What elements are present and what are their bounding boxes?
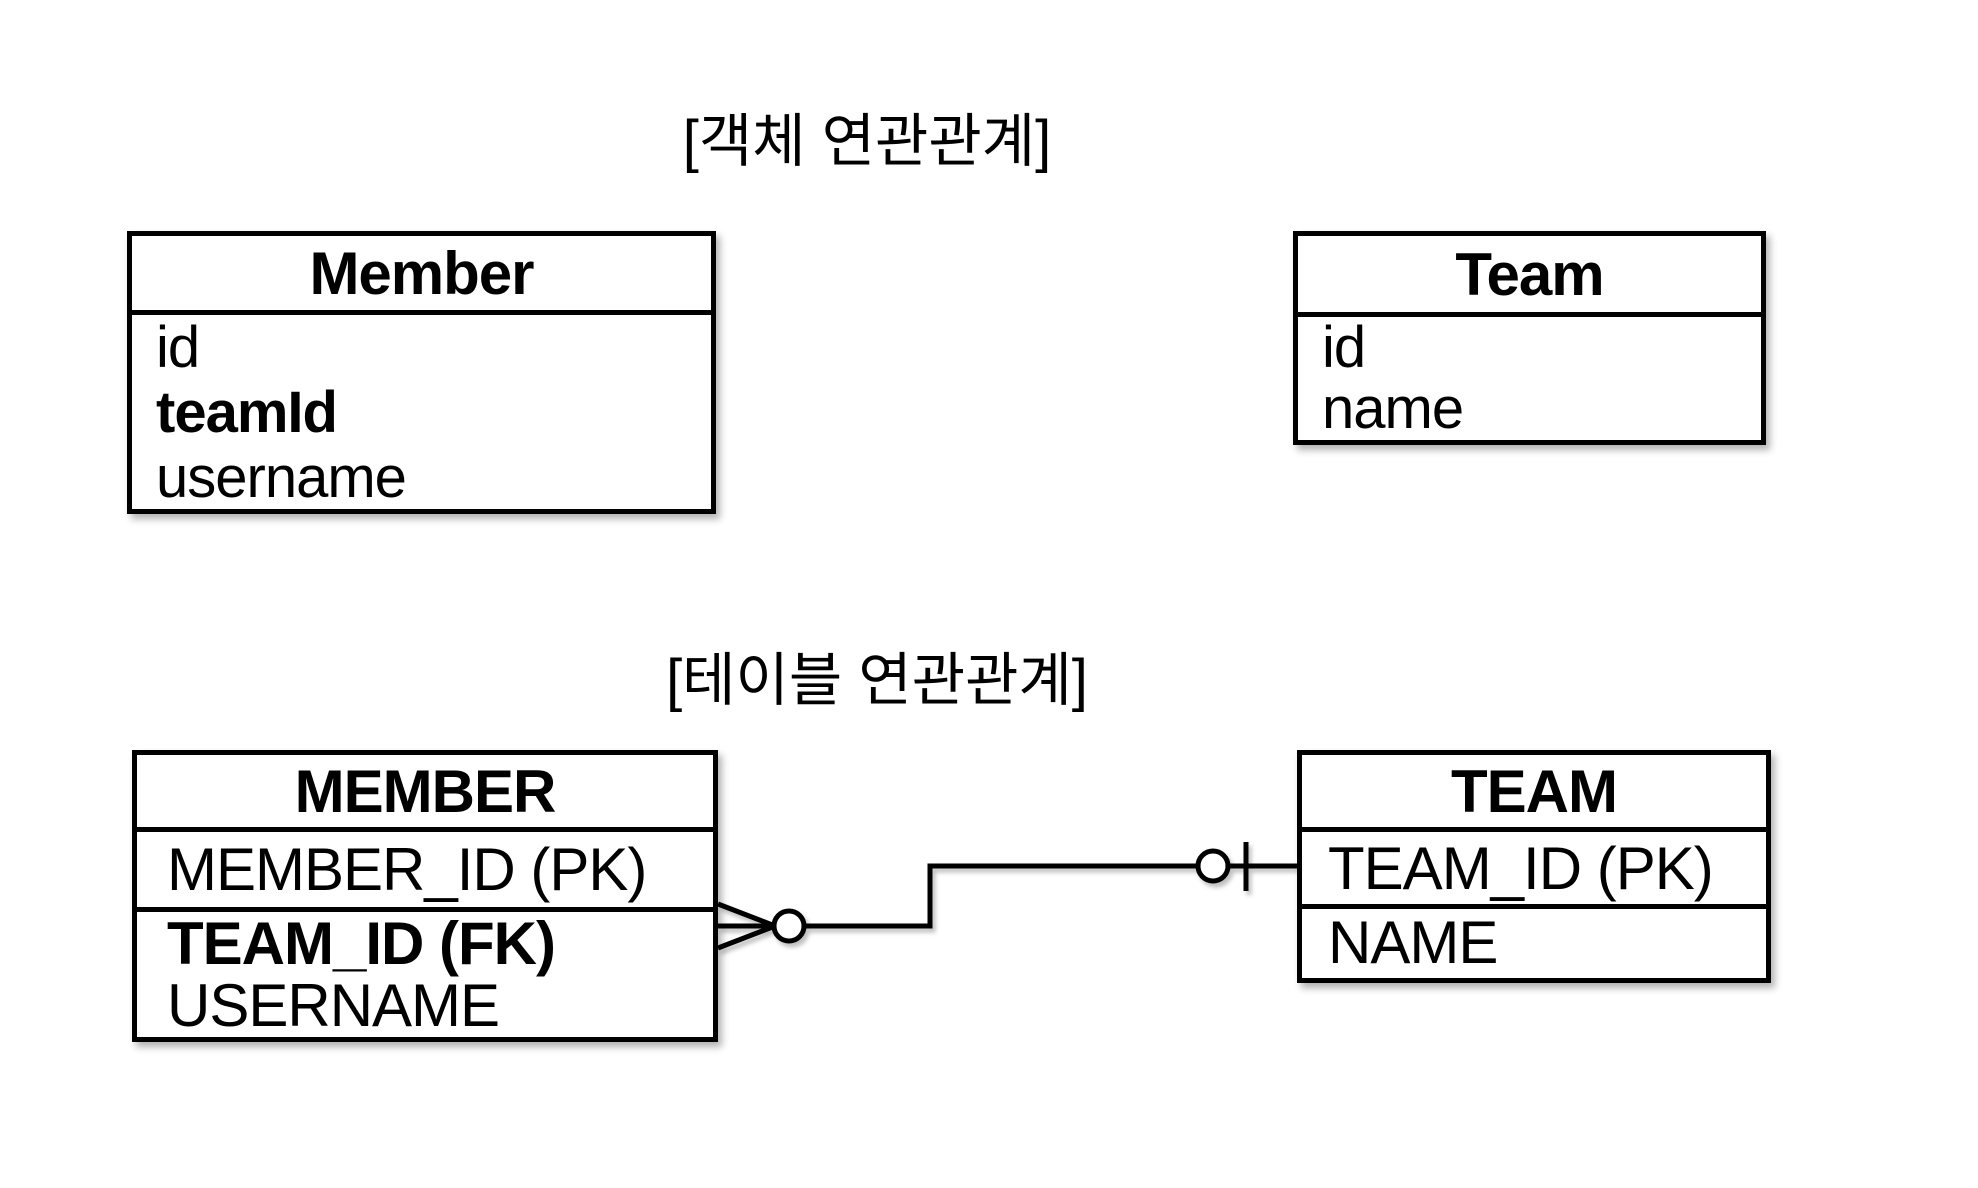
member-table-header: MEMBER	[137, 755, 713, 832]
relationship-line	[803, 863, 1297, 929]
member-table-pk-column: MEMBER_ID (PK)	[137, 832, 713, 912]
team-class-box: Team id name	[1293, 231, 1766, 445]
zero-circle-icon	[1195, 848, 1231, 884]
team-table-pk-column: TEAM_ID (PK)	[1302, 832, 1766, 909]
team-table-box: TEAM TEAM_ID (PK) NAME	[1297, 750, 1771, 983]
object-relation-title: [객체 연관관계]	[682, 109, 1052, 174]
member-class-box: Member id teamId username	[127, 231, 716, 514]
member-field-username: username	[156, 445, 407, 510]
member-class-header: Member	[132, 236, 711, 315]
team-table-header: TEAM	[1302, 755, 1766, 832]
team-class-header: Team	[1298, 236, 1761, 317]
member-table-box: MEMBER MEMBER_ID (PK) TEAM_ID (FK) USERN…	[132, 750, 718, 1042]
crows-foot-many-icon	[717, 901, 776, 951]
zero-circle-icon	[771, 908, 807, 944]
member-table-username-column: USERNAME	[167, 971, 500, 1039]
member-field-teamid: teamId	[156, 380, 338, 445]
member-table-fk-column: TEAM_ID (FK)	[167, 909, 556, 977]
team-field-name: name	[1322, 376, 1464, 441]
team-table-name-column: NAME	[1328, 908, 1498, 976]
member-field-id: id	[156, 315, 200, 380]
table-relation-title: [테이블 연관관계]	[666, 648, 1088, 713]
team-field-id: id	[1322, 315, 1366, 380]
